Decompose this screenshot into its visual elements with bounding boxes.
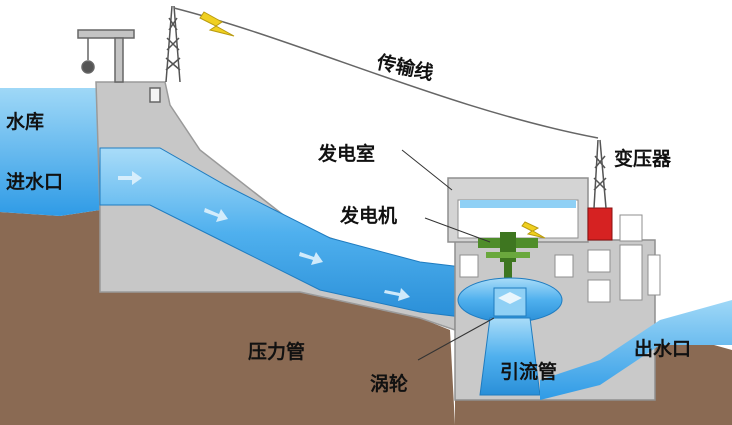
label-transformer: 变压器 <box>614 147 672 170</box>
ground <box>0 210 455 425</box>
arrow-icon <box>204 208 228 222</box>
turbine <box>493 287 527 317</box>
crane-icon <box>77 29 161 103</box>
leader-turbine <box>417 317 495 361</box>
label-powerhouse: 发电室 <box>317 142 375 165</box>
label-outlet: 出水口 <box>634 337 691 360</box>
arrow-icon <box>299 252 323 265</box>
label-transmission-line: 传输线 <box>374 50 436 85</box>
draft-tube <box>479 317 541 396</box>
reservoir-water <box>0 88 100 216</box>
leader-powerhouse <box>401 149 453 191</box>
tower-icon <box>593 139 607 209</box>
lightning-icon <box>199 11 235 37</box>
leader-generator <box>424 217 491 243</box>
tower-icon <box>165 5 181 83</box>
label-generator: 发电机 <box>339 204 397 227</box>
arrow-icon <box>384 288 410 301</box>
transformer <box>587 207 613 241</box>
label-penstock: 压力管 <box>248 340 305 363</box>
outlet-water <box>540 300 732 400</box>
arrow-icon <box>118 171 142 185</box>
transmission-wire <box>173 7 599 139</box>
label-intake: 进水口 <box>6 171 63 193</box>
label-turbine: 涡轮 <box>370 372 408 395</box>
lightning-icon <box>521 221 546 239</box>
label-draft-tube: 引流管 <box>500 360 557 383</box>
label-reservoir: 水库 <box>6 110 44 133</box>
